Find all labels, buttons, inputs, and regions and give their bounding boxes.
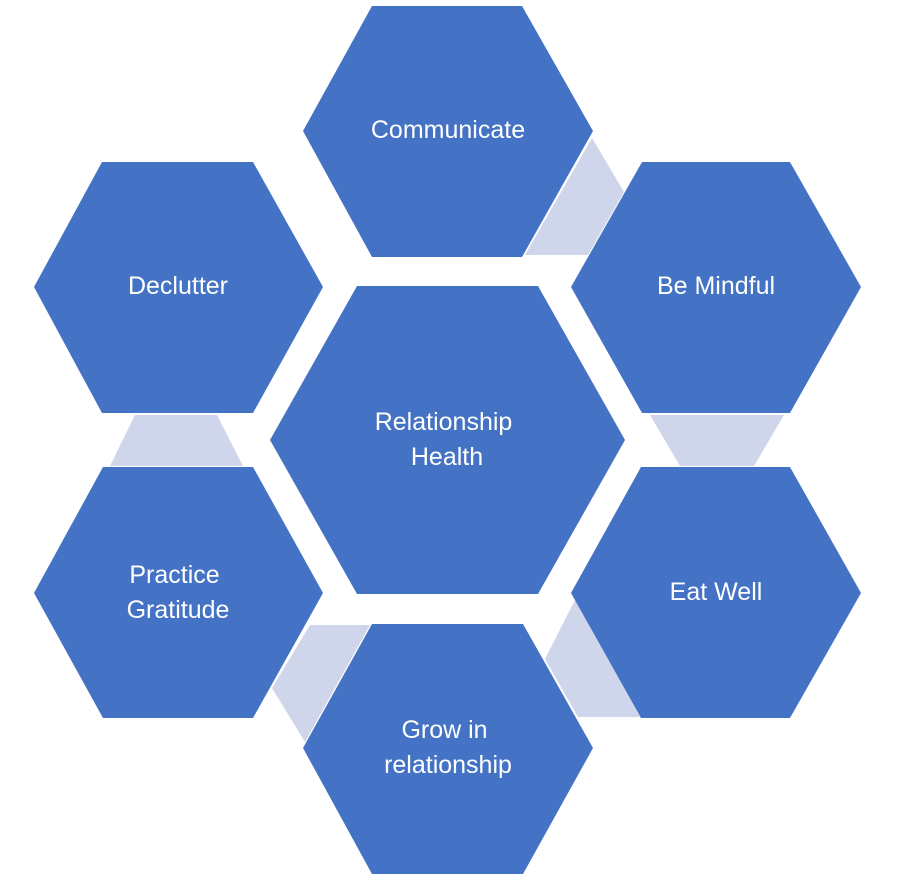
hexagon-center-relationship-health[interactable]: Relationship Health bbox=[270, 286, 625, 594]
label-line: Be Mindful bbox=[657, 272, 775, 300]
hexagon-eat-well-label: Eat Well bbox=[670, 578, 763, 606]
hexagon-declutter[interactable]: Declutter bbox=[34, 162, 323, 413]
connector-gratitude-declutter bbox=[110, 415, 243, 466]
connector-grow-gratitude bbox=[272, 625, 370, 742]
hexagon-eat-well[interactable]: Eat Well bbox=[571, 467, 861, 718]
connector-be-mindful-eat-well bbox=[650, 415, 784, 466]
hexagon-communicate[interactable]: Communicate bbox=[303, 6, 593, 257]
label-line: relationship bbox=[384, 751, 512, 779]
label-line: Practice bbox=[129, 561, 219, 589]
label-line: Health bbox=[411, 443, 483, 471]
hexagon-declutter-label: Declutter bbox=[128, 272, 228, 300]
hexagon-grow-in-relationship[interactable]: Grow in relationship bbox=[303, 624, 593, 874]
connector-communicate-be-mindful bbox=[525, 138, 624, 255]
connector-eat-well-grow bbox=[545, 600, 640, 717]
hexagon-practice-gratitude-label: Practice Gratitude bbox=[127, 561, 230, 624]
label-line: Gratitude bbox=[127, 596, 230, 624]
label-line: Communicate bbox=[371, 116, 525, 144]
hexagon-practice-gratitude[interactable]: Practice Gratitude bbox=[34, 467, 323, 718]
hexagon-grow-in-relationship-label: Grow in relationship bbox=[384, 716, 512, 779]
label-line: Eat Well bbox=[670, 578, 763, 606]
hexagon-center-label: Relationship Health bbox=[375, 408, 520, 471]
hexagon-be-mindful[interactable]: Be Mindful bbox=[571, 162, 861, 413]
label-line: Grow in bbox=[401, 716, 487, 744]
label-line: Relationship bbox=[375, 408, 513, 436]
hexagon-communicate-label: Communicate bbox=[371, 116, 525, 144]
hexagon-be-mindful-label: Be Mindful bbox=[657, 272, 775, 300]
label-line: Declutter bbox=[128, 272, 228, 300]
